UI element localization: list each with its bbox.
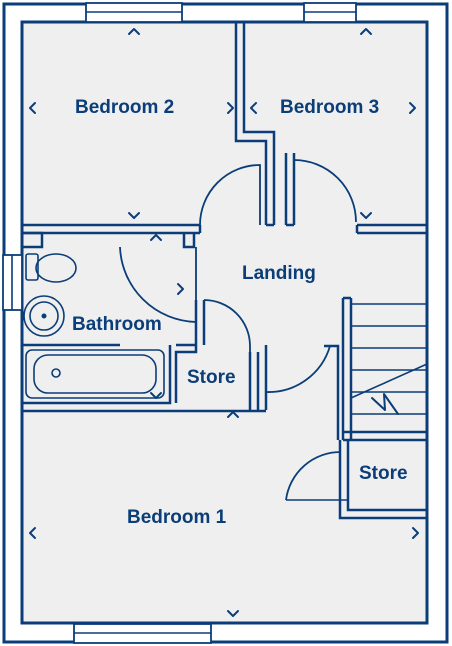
door-bedroom-2 bbox=[199, 164, 261, 226]
door-store-1 bbox=[203, 299, 251, 352]
window-bedroom-3 bbox=[303, 2, 357, 23]
window-bedroom-2 bbox=[85, 2, 183, 23]
room-label-bedroom-3: Bedroom 3 bbox=[280, 97, 380, 118]
room-label-bedroom-2: Bedroom 2 bbox=[75, 97, 175, 118]
store-2-walls bbox=[286, 440, 427, 520]
room-label-landing: Landing bbox=[242, 263, 316, 284]
wall-bedroom-3-bottom bbox=[355, 223, 427, 235]
room-label-store-1: Store bbox=[187, 367, 236, 388]
basin bbox=[23, 295, 65, 337]
room-label-bathroom: Bathroom bbox=[72, 314, 162, 335]
stairs bbox=[324, 296, 428, 442]
room-label-store-2: Store bbox=[359, 463, 408, 484]
bathroom-walls bbox=[22, 231, 250, 413]
door-store-2 bbox=[285, 451, 342, 501]
floor-area bbox=[22, 22, 427, 623]
window-bathroom bbox=[2, 254, 23, 311]
toilet bbox=[25, 253, 77, 283]
wall-bedroom-2-bottom bbox=[22, 223, 202, 235]
inner-wall bbox=[20, 20, 429, 625]
door-bathroom bbox=[119, 246, 197, 323]
window-bedroom-1 bbox=[73, 623, 212, 644]
dimension-markers bbox=[29, 28, 419, 617]
store-1-walls bbox=[174, 300, 260, 413]
door-store-1-right bbox=[265, 345, 331, 393]
partition-bedroom-2-3 bbox=[234, 22, 296, 227]
door-bedroom-3 bbox=[293, 159, 357, 223]
bath-tub bbox=[25, 349, 165, 399]
room-label-bedroom-1: Bedroom 1 bbox=[127, 507, 227, 528]
